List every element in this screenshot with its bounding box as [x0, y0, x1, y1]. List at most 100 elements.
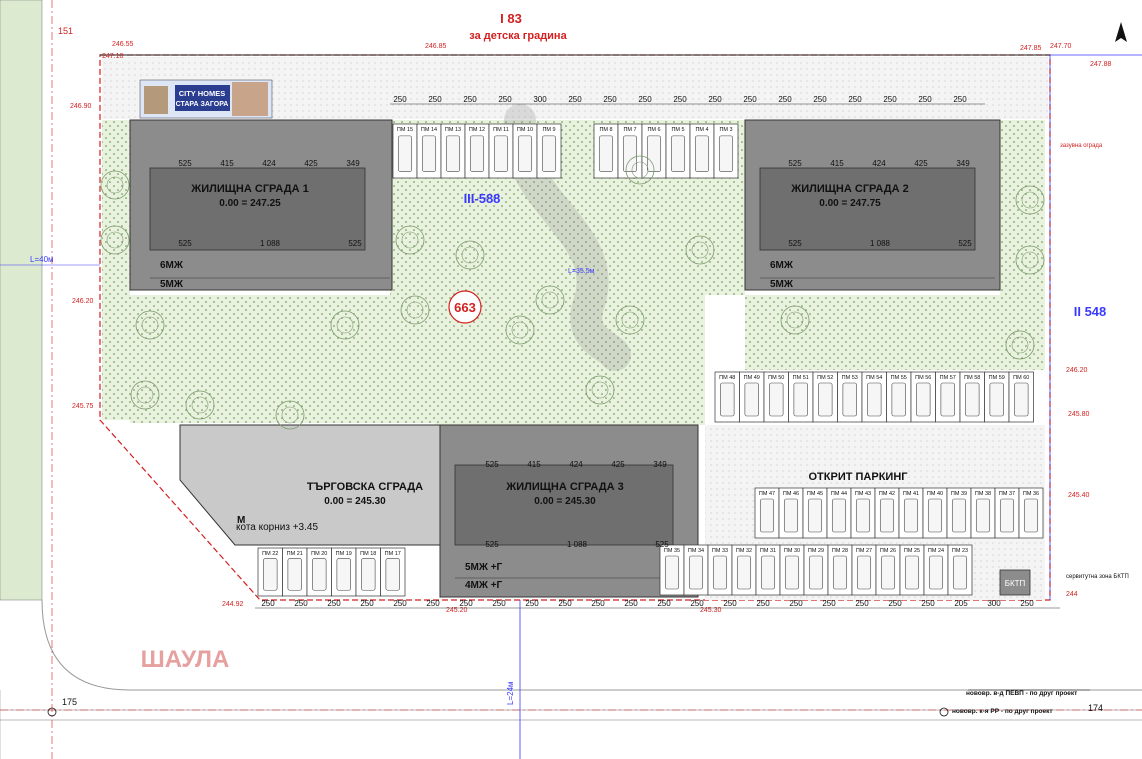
- building-dimension: 525: [485, 540, 499, 549]
- note-fence: зазувна ограда: [1060, 143, 1103, 149]
- dimension: 250: [743, 95, 757, 104]
- parking-space-label: ПМ 59: [989, 375, 1005, 381]
- tree-icon: [275, 400, 305, 430]
- dimension: 250: [848, 95, 862, 104]
- parking-space-label: ПМ 24: [928, 548, 944, 554]
- level-label: 247.88: [1090, 61, 1112, 68]
- logo: CITY HOMES СТАРА ЗАГОРА: [139, 79, 273, 119]
- plot-number-marker: 663: [448, 290, 482, 324]
- parking-space: ПМ 57: [935, 371, 961, 423]
- parking-space-label: ПМ 21: [287, 551, 303, 557]
- tree-icon: [780, 305, 810, 335]
- parking-space-label: ПМ 13: [445, 127, 461, 133]
- dimension: 250: [492, 599, 506, 608]
- parking-space: ПМ 20: [306, 547, 332, 597]
- dimension: 250: [1020, 599, 1034, 608]
- building-dimension: 525: [788, 159, 802, 168]
- building-1: ЖИЛИЩНА СГРАДА 1 0.00 = 247.25 6МЖ 5МЖ: [129, 119, 393, 291]
- parking-space: ПМ 5: [665, 123, 691, 179]
- parking-space: ПМ 3: [713, 123, 739, 179]
- dimension: 250: [525, 599, 539, 608]
- open-parking-label: ОТКРИТ ПАРКИНГ: [809, 471, 909, 483]
- car-icon: [1014, 382, 1029, 417]
- parking-space: ПМ 30: [779, 544, 805, 596]
- parking-space: ПМ 41: [898, 487, 924, 539]
- parking-space-label: ПМ 48: [719, 375, 735, 381]
- building-dimension: 1 088: [260, 239, 281, 248]
- parking-space: ПМ 11: [488, 123, 514, 179]
- dimension: 250: [723, 599, 737, 608]
- parking-space: ПМ 13: [440, 123, 466, 179]
- level-label: 246.20: [1066, 367, 1088, 374]
- dimension: 250: [327, 599, 341, 608]
- parking-space-label: ПМ 40: [927, 491, 943, 497]
- parking-space-label: ПМ 32: [736, 548, 752, 554]
- level-label: 246.20: [72, 298, 94, 305]
- parking-space-label: ПМ 39: [951, 491, 967, 497]
- car-icon: [744, 382, 759, 417]
- dimension: 250: [778, 95, 792, 104]
- car-icon: [965, 382, 980, 417]
- dimension: 300: [533, 95, 547, 104]
- car-icon: [445, 135, 461, 172]
- dimension: 205: [954, 599, 968, 608]
- dimension: 250: [813, 95, 827, 104]
- parking-space: ПМ 44: [826, 487, 852, 539]
- parking-space-label: ПМ 15: [397, 127, 413, 133]
- building-dimension: 1 088: [870, 239, 891, 248]
- car-icon: [975, 498, 991, 533]
- dimension: 250: [708, 95, 722, 104]
- level-label: 246.85: [425, 43, 447, 50]
- dimension: 250: [624, 599, 638, 608]
- car-icon: [622, 135, 638, 172]
- dimension: 250: [428, 95, 442, 104]
- dimension: 250: [558, 599, 572, 608]
- dimension: 300: [987, 599, 1001, 608]
- dimension: 250: [883, 95, 897, 104]
- car-icon: [664, 555, 680, 590]
- tree-icon: [135, 310, 165, 340]
- parking-space: ПМ 38: [970, 487, 996, 539]
- building-dimension: 1 088: [567, 540, 588, 549]
- parking-space: ПМ 35: [659, 544, 685, 596]
- building-dimension: 525: [485, 460, 499, 469]
- parking-space: ПМ 21: [282, 547, 308, 597]
- car-icon: [759, 498, 775, 533]
- building-dimension: 415: [830, 159, 844, 168]
- parking-space-label: ПМ 60: [1013, 375, 1029, 381]
- parking-space-label: ПМ 54: [866, 375, 882, 381]
- tree-icon: [185, 390, 215, 420]
- parking-space-label: ПМ 55: [891, 375, 907, 381]
- building-dimension: 424: [569, 460, 583, 469]
- tree-icon: [685, 235, 715, 265]
- parking-space-label: ПМ 36: [1023, 491, 1039, 497]
- car-icon: [879, 498, 895, 533]
- car-icon: [891, 382, 906, 417]
- dimension: 250: [855, 599, 869, 608]
- parking-space: ПМ 28: [827, 544, 853, 596]
- parking-space-label: ПМ 51: [793, 375, 809, 381]
- substation-label: БКТП: [1005, 579, 1026, 588]
- car-icon: [783, 498, 799, 533]
- parking-space: ПМ 46: [778, 487, 804, 539]
- parking-space-label: ПМ 11: [493, 127, 509, 133]
- parking-space: ПМ 29: [803, 544, 829, 596]
- parking-space-label: ПМ 8: [599, 127, 612, 133]
- car-icon: [421, 135, 437, 172]
- tree-icon: [1015, 245, 1045, 275]
- car-icon: [361, 558, 376, 591]
- building-3-name: ЖИЛИЩНА СГРАДА 3: [505, 481, 623, 493]
- building-2: ЖИЛИЩНА СГРАДА 2 0.00 = 247.75 6МЖ 5МЖ: [744, 119, 1001, 291]
- logo-line-2: СТАРА ЗАГОРА: [176, 101, 229, 108]
- parking-space: ПМ 37: [994, 487, 1020, 539]
- dimension: 250: [638, 95, 652, 104]
- building-1-floors-b: 5МЖ: [160, 279, 184, 290]
- parking-space-label: ПМ 3: [719, 127, 732, 133]
- dimension: 250: [822, 599, 836, 608]
- car-icon: [842, 382, 857, 417]
- plot-number: 663: [454, 300, 476, 315]
- parking-space: ПМ 45: [802, 487, 828, 539]
